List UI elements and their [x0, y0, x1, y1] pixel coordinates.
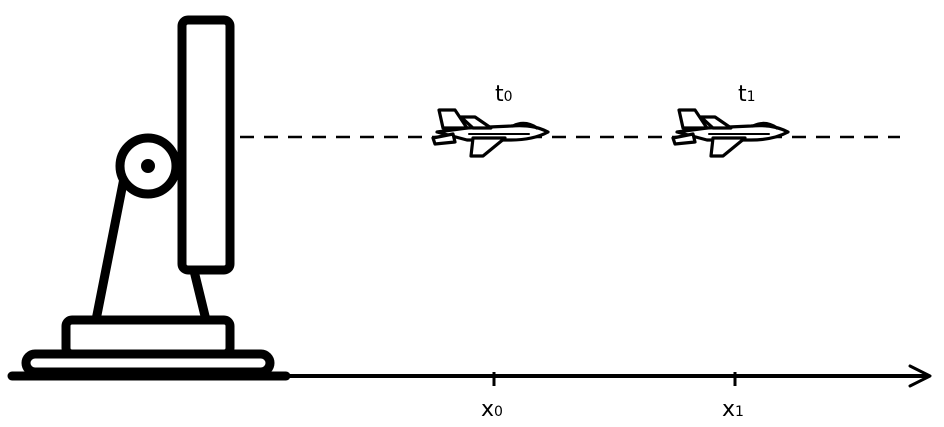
position-letter: x	[481, 397, 494, 422]
time-label-t1: t1	[738, 82, 756, 107]
aircraft-t0: t0	[431, 82, 550, 158]
aircraft-t1: t1	[671, 82, 790, 158]
time-letter: t	[738, 82, 747, 107]
axis-arrow-icon	[908, 364, 932, 388]
jet-aircraft-icon	[431, 108, 550, 158]
jet-aircraft-icon	[671, 108, 790, 158]
position-label-x0: x0	[481, 397, 503, 422]
position-subscript: 0	[494, 404, 503, 420]
position-subscript: 1	[735, 404, 744, 420]
radar-antenna-icon	[7, 15, 291, 381]
time-label-t0: t0	[495, 82, 513, 107]
time-subscript: 0	[504, 89, 513, 105]
position-letter: x	[722, 397, 735, 422]
time-letter: t	[495, 82, 504, 107]
time-subscript: 1	[747, 89, 756, 105]
position-label-x1: x1	[722, 397, 744, 422]
